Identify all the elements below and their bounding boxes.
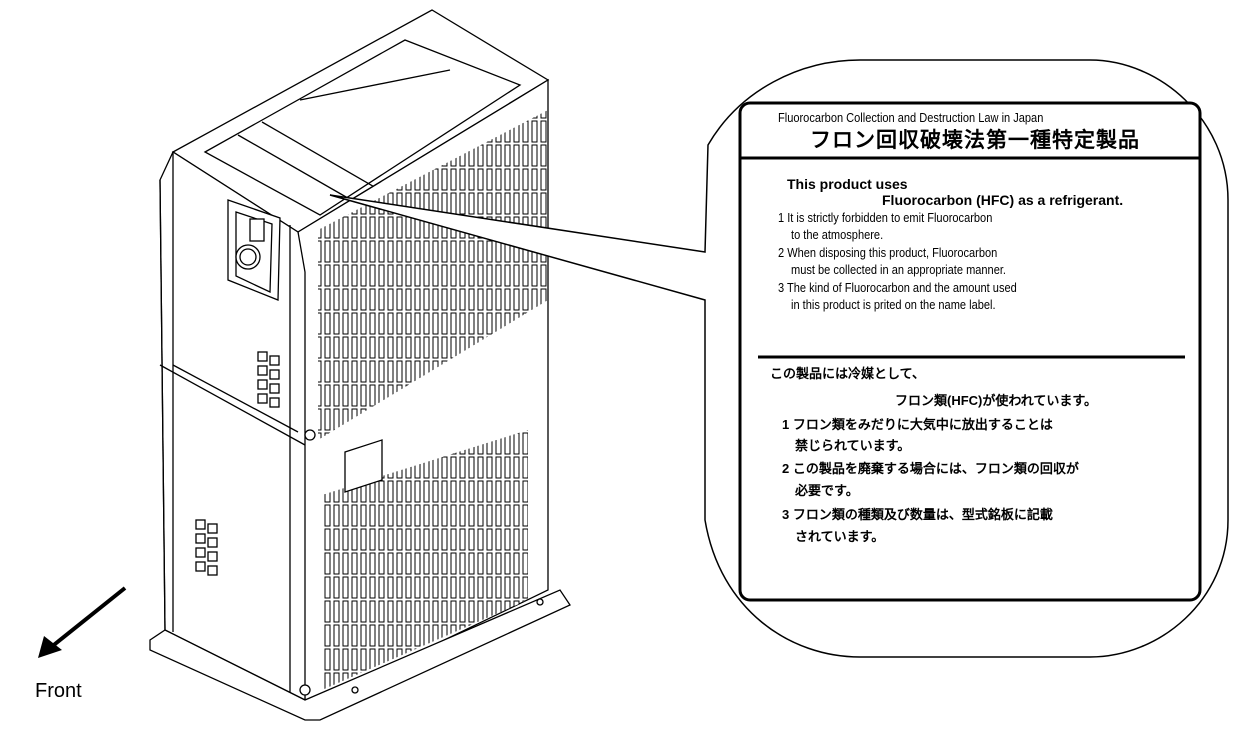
side-louver-lower	[322, 430, 528, 690]
label-en-item: in this product is prited on the name la…	[791, 297, 996, 312]
label-jp-line2: フロン類(HFC)が使われています。	[895, 393, 1098, 408]
front-direction-arrow	[38, 586, 127, 658]
dryer-unit-illustration	[149, 9, 571, 721]
side-louver-upper	[318, 110, 548, 440]
unit-base-plate	[149, 589, 571, 721]
label-jp-item: 禁じられています。	[795, 438, 911, 453]
callout	[329, 59, 1229, 658]
label-jp-item: 1 フロン類をみだりに大気中に放出することは	[782, 417, 1053, 432]
side-label-plate	[344, 439, 383, 493]
front-vent-upper	[257, 351, 280, 408]
label-jp-item: 3 フロン類の種類及び数量は、型式銘板に記載	[782, 507, 1053, 522]
front-vent-lower	[195, 519, 218, 576]
label-sticker-frame	[738, 101, 1202, 602]
label-en-item: 2 When disposing this product, Fluorocar…	[778, 245, 998, 260]
label-en-line2: Fluorocarbon (HFC) as a refrigerant.	[882, 192, 1124, 208]
label-jp-item: されています。	[795, 529, 885, 544]
unit-top-panel	[203, 39, 522, 216]
label-en-item: to the atmosphere.	[791, 227, 884, 242]
label-en-item: must be collected in an appropriate mann…	[791, 262, 1006, 277]
label-jp-line1: この製品には冷媒として、	[770, 366, 925, 381]
label-en-item: 1 It is strictly forbidden to emit Fluor…	[778, 210, 993, 225]
label-jp-item: 必要です。	[795, 483, 859, 498]
label-header-jp: フロン回収破壊法第一種特定製品	[810, 129, 1140, 152]
power-switch	[249, 218, 265, 242]
label-header-en: Fluorocarbon Collection and Destruction …	[778, 110, 1044, 125]
label-en-line1: This product uses	[787, 176, 908, 192]
front-direction-label: Front	[35, 680, 82, 702]
label-en-item: 3 The kind of Fluorocarbon and the amoun…	[778, 280, 1017, 295]
label-jp-item: 2 この製品を廃棄する場合には、フロン類の回収が	[782, 461, 1079, 476]
